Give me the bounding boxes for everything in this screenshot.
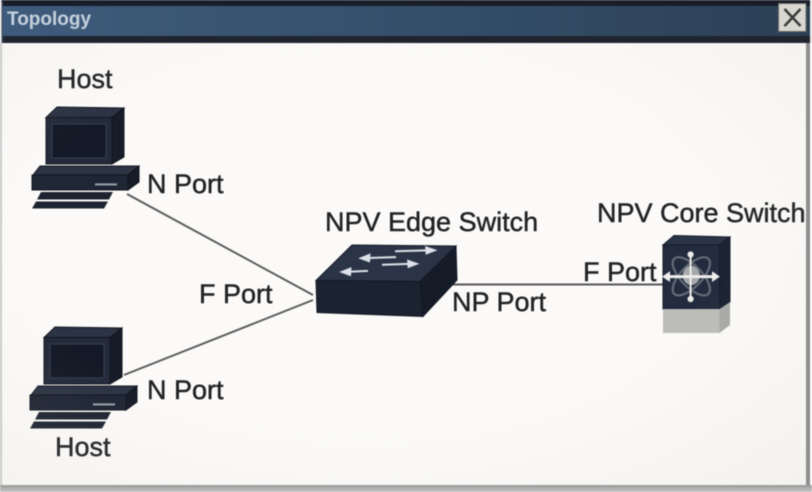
svg-text:Host: Host xyxy=(57,64,113,94)
svg-text:NPV Core Switch: NPV Core Switch xyxy=(597,198,806,228)
svg-text:Host: Host xyxy=(55,432,111,462)
svg-text:Topology: Topology xyxy=(7,9,92,30)
svg-text:F Port: F Port xyxy=(199,279,273,309)
svg-text:NP Port: NP Port xyxy=(452,287,547,317)
svg-text:NPV Edge Switch: NPV Edge Switch xyxy=(325,207,538,237)
svg-text:N Port: N Port xyxy=(147,375,224,405)
svg-text:N Port: N Port xyxy=(147,169,224,199)
svg-text:F Port: F Port xyxy=(583,257,657,287)
